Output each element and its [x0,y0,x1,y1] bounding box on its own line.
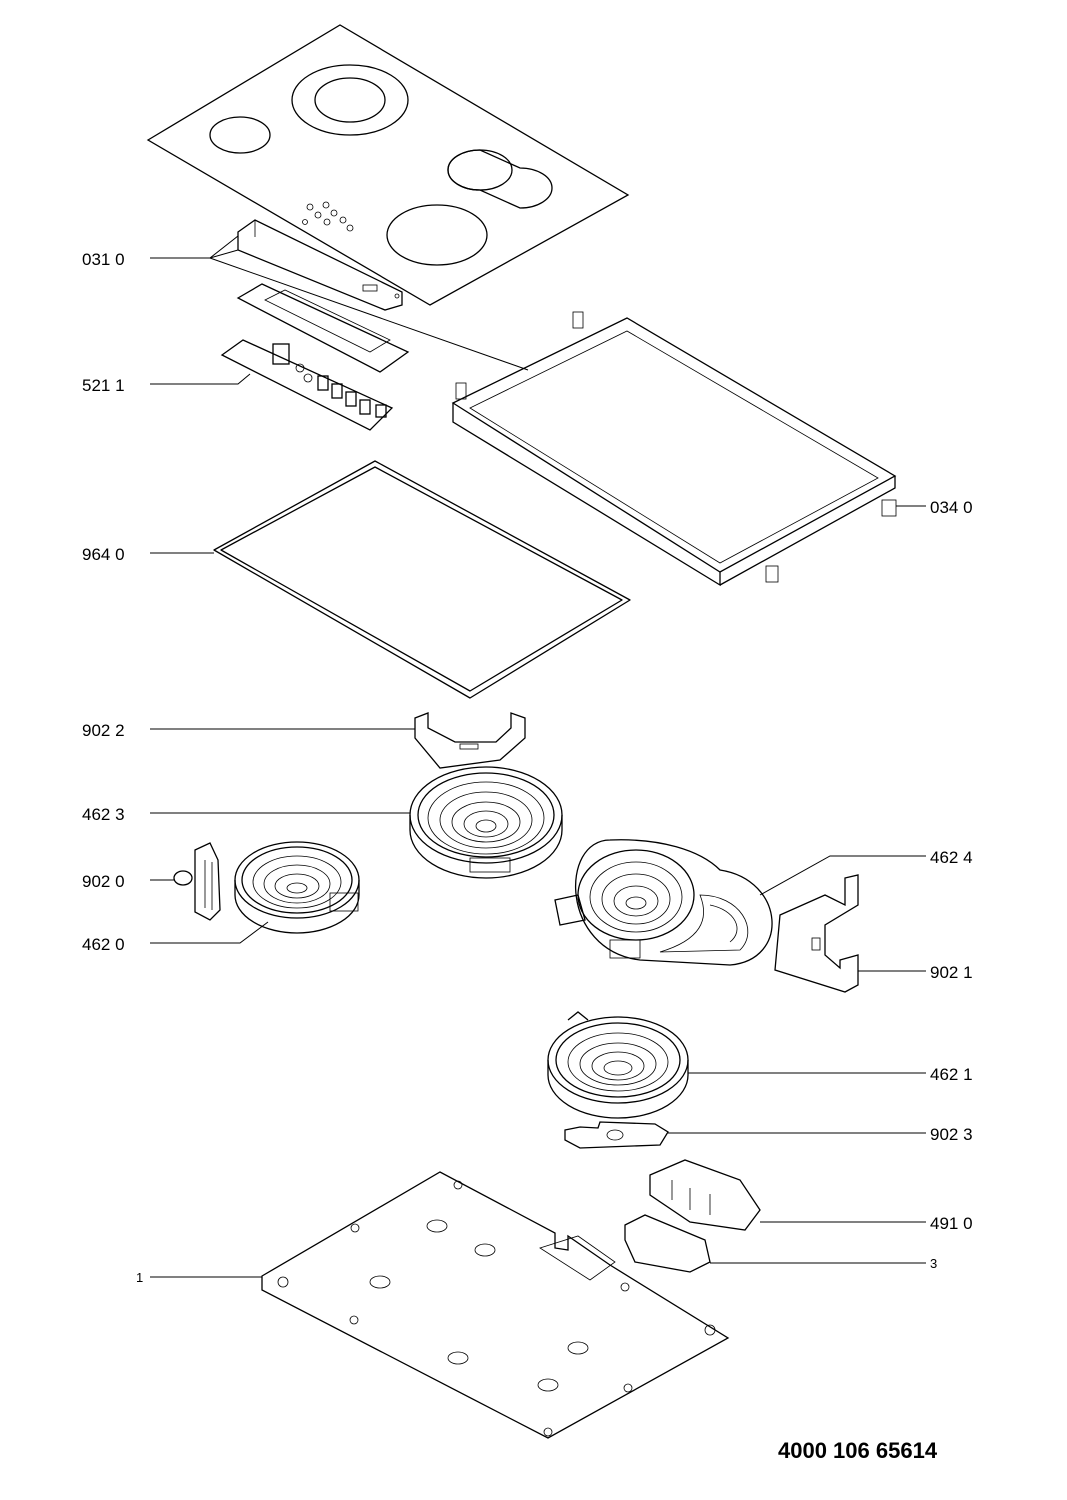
heating-element-462-3 [409,766,563,879]
heating-element-462-1 [547,1011,689,1119]
label-902-2: 902 2 [82,721,125,740]
heating-element-462-0 [234,841,360,934]
label-964-0: 964 0 [82,545,125,564]
label-521-1: 521 1 [82,376,125,395]
electronic-board [220,339,394,431]
label-902-3: 902 3 [930,1125,973,1144]
label-3: 3 [930,1256,937,1271]
leader-lines [150,235,926,1278]
bottom-housing-1 [261,1171,730,1439]
glass-ceramic-top [146,24,630,306]
label-462-1: 462 1 [930,1065,973,1084]
document-number: 4000 106 65614 [778,1438,938,1463]
label-902-1: 902 1 [930,963,973,982]
touch-control-symbols [302,201,354,232]
part-labels: 031 0 521 1 964 0 034 0 902 2 462 3 902 … [82,250,973,1285]
bracket-902-2 [414,712,526,769]
metal-frame [451,311,897,587]
display-frame [236,283,410,373]
bracket-902-1 [774,874,859,993]
label-1: 1 [136,1270,143,1285]
cable-bracket-3 [624,1214,711,1273]
label-462-3: 462 3 [82,805,125,824]
label-491-0: 491 0 [930,1214,973,1233]
bracket-902-3 [564,1121,669,1149]
label-462-4: 462 4 [930,848,973,867]
heating-element-462-4 [554,839,773,966]
label-034-0: 034 0 [930,498,973,517]
label-031-0: 031 0 [82,250,125,269]
bracket-902-0 [173,842,221,921]
label-902-0: 902 0 [82,872,125,891]
gasket-seal [213,460,631,699]
terminal-block-491-0 [649,1159,761,1231]
label-462-0: 462 0 [82,935,125,954]
